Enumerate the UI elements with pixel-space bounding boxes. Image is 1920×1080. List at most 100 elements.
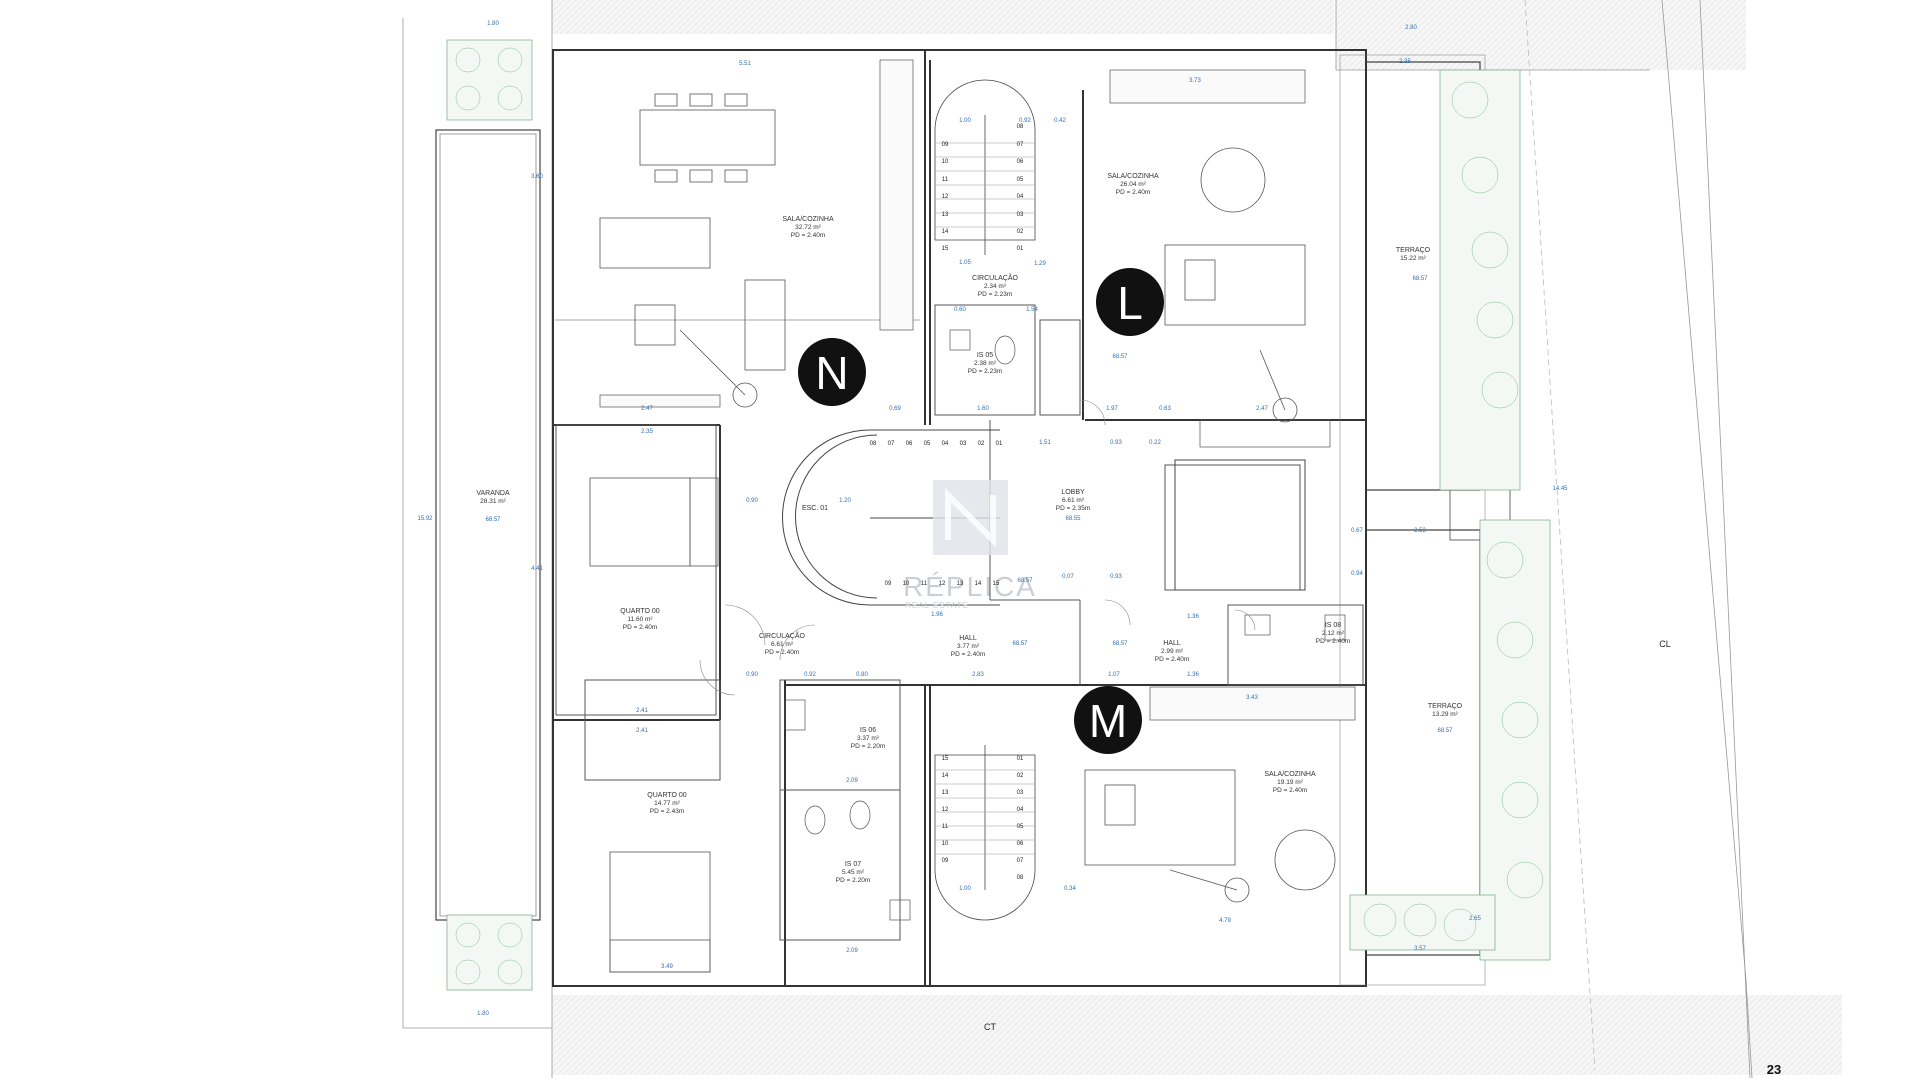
step-number: 06 [906, 441, 913, 447]
dimension: 2.09 [846, 778, 858, 784]
step-number: 07 [1017, 858, 1024, 864]
unit-badge-m: M [1074, 686, 1142, 754]
room-pd: PD = 2.35m [1056, 505, 1091, 512]
step-number: 14 [942, 773, 949, 779]
room-area: 13.29 m² [1432, 711, 1458, 718]
room-label-varanda: VARANDA 28.31 m² [476, 490, 510, 505]
dimension: 2.83 [972, 672, 984, 678]
dimension: 5.51 [739, 61, 751, 67]
step-number: 01 [996, 441, 1003, 447]
unit-badge-l: L [1096, 268, 1164, 336]
room-label-circ-mid: CIRCULAÇÃO 6.61 m² PD = 2.40m [759, 631, 805, 656]
step-number: 02 [978, 441, 985, 447]
step-number: 05 [924, 441, 931, 447]
dimension: 3.57 [1414, 946, 1426, 952]
room-area: 2.99 m² [1161, 648, 1184, 655]
room-name: LOBBY [1061, 489, 1085, 496]
room-area: 3.37 m² [857, 735, 880, 742]
dimension: 1.51 [1039, 440, 1051, 446]
room-pd: PD = 2.40m [765, 649, 800, 656]
room-pd: PD = 2.40m [1155, 656, 1190, 663]
dimension: 3.43 [1246, 695, 1258, 701]
room-label-quarto-a: QUARTO 00 11.60 m² PD = 2.40m [620, 608, 660, 631]
dimension: 0.93 [1110, 574, 1122, 580]
room-area: 15.22 m² [1400, 255, 1426, 262]
stair-bottom-steps: 01 02 03 04 05 06 07 08 15 14 13 12 11 1… [942, 756, 1024, 881]
step-number: 07 [1017, 142, 1024, 148]
dimension: 2.35 [641, 429, 653, 435]
room-label-sala-m: SALA/COZINHA 19.19 m² PD = 2.40m [1264, 771, 1316, 794]
dimension: 2.65 [1469, 916, 1481, 922]
room-label-quarto-b: QUARTO 00 14.77 m² PD = 2.43m [647, 792, 687, 815]
room-label-esc: ESC. 01 [802, 505, 828, 512]
room-pd: PD = 2.20m [836, 877, 871, 884]
room-pd: PD = 2.40m [623, 624, 658, 631]
room-label-lobby: LOBBY 6.61 m² PD = 2.35m [1056, 489, 1091, 512]
step-number: 01 [1017, 756, 1024, 762]
stair-treads [935, 142, 1035, 855]
step-number: 09 [942, 142, 949, 148]
hatch-bottom-strip [552, 995, 1842, 1075]
hatch-right-strip [1336, 0, 1746, 70]
room-label-circ-top: CIRCULAÇÃO 2.34 m² PD = 2.23m [972, 273, 1018, 298]
dimension: 1.80 [487, 21, 499, 27]
dimension: 68.57 [1412, 276, 1428, 282]
step-number: 02 [1017, 773, 1024, 779]
unit-letter-m: M [1089, 695, 1127, 747]
room-label-is08: IS 08 2.12 m² PD = 2.40m [1316, 622, 1351, 645]
room-area: 2.34 m² [984, 283, 1007, 290]
step-number: 13 [957, 581, 964, 587]
dimension: 0.63 [1159, 406, 1171, 412]
room-area: 28.31 m² [480, 498, 506, 505]
step-number: 11 [921, 581, 928, 587]
step-number: 10 [903, 581, 910, 587]
step-number: 04 [1017, 194, 1024, 200]
room-label-terraco-bottom: TERRAÇO 13.29 m² [1428, 703, 1463, 718]
dimension: 2.47 [641, 406, 653, 412]
dimension: 1.54 [1026, 307, 1038, 313]
step-number: 05 [1017, 824, 1024, 830]
room-label-terraco-top: TERRAÇO 15.22 m² [1396, 247, 1431, 262]
room-area: 2.38 m² [974, 360, 997, 367]
room-label-is06: IS 06 3.37 m² PD = 2.20m [851, 727, 886, 750]
dimension: 3.73 [1189, 78, 1201, 84]
step-number: 13 [942, 212, 949, 218]
room-name: SALA/COZINHA [782, 216, 834, 223]
step-number: 01 [1017, 246, 1024, 252]
watermark-sub: REAL ESTATE [905, 601, 969, 610]
room-pd: PD = 2.23m [978, 291, 1013, 298]
step-number: 14 [975, 581, 982, 587]
dimension: 1.80 [477, 1011, 489, 1017]
dimension: 1.07 [1108, 672, 1120, 678]
room-name: ESC. 01 [802, 505, 828, 512]
room-area: 32.72 m² [795, 224, 821, 231]
dimension: 1.00 [959, 886, 971, 892]
dimension: 15.92 [417, 516, 433, 522]
step-number: 05 [1017, 177, 1024, 183]
room-area: 5.45 m² [842, 869, 865, 876]
dimension: 0.69 [889, 406, 901, 412]
dimension: 0.90 [746, 498, 758, 504]
watermark: RÉPLICA REAL ESTATE [903, 480, 1035, 610]
room-area: 3.77 m² [957, 643, 980, 650]
step-number: 11 [942, 177, 949, 183]
dimension: 1.29 [1034, 261, 1046, 267]
stair-lobby [782, 429, 1306, 606]
step-number: 04 [942, 441, 949, 447]
step-number: 02 [1017, 229, 1024, 235]
room-area: 6.61 m² [771, 641, 794, 648]
dimension: 1.20 [839, 498, 851, 504]
dimension: 1.96 [931, 612, 943, 618]
room-pd: PD = 2.23m [968, 368, 1003, 375]
interior-partitions [555, 304, 1364, 941]
room-area: 11.60 m² [627, 616, 653, 623]
dimension: 1.36 [1187, 614, 1199, 620]
room-pd: PD = 2.40m [1116, 189, 1151, 196]
step-number: 12 [942, 807, 949, 813]
dimension: 1.05 [959, 260, 971, 266]
dimension: 4.79 [1219, 918, 1231, 924]
boundary-label-ct: CT [984, 1022, 996, 1032]
step-number: 08 [870, 441, 877, 447]
room-label-hall-b: HALL 2.99 m² PD = 2.40m [1155, 640, 1190, 663]
